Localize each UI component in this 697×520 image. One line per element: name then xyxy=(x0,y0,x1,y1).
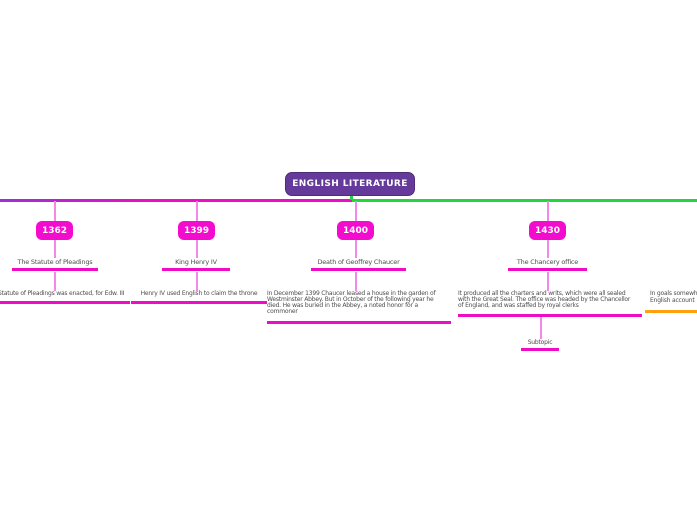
node-king-henry-iv[interactable]: King Henry IV xyxy=(162,258,230,271)
connector-1362-bottom xyxy=(53,272,56,291)
node-1399-label: 1399 xyxy=(183,225,210,236)
node-1362-label: 1362 xyxy=(41,225,68,236)
node-1430[interactable]: 1430 xyxy=(529,221,566,240)
connector-1362-mid xyxy=(53,240,56,258)
connector-1430-mid xyxy=(546,240,549,258)
branch-line-right xyxy=(352,199,697,202)
connector-1400-top xyxy=(354,201,357,221)
node-subtopic[interactable]: Subtopic xyxy=(521,339,559,351)
node-1399[interactable]: 1399 xyxy=(178,221,215,240)
node-chaucer-detail[interactable]: In December 1399 Chaucer leased a house … xyxy=(267,291,451,324)
node-statute-detail[interactable]: The Statute of Pleadings was enacted, fo… xyxy=(0,291,130,304)
connector-1400-mid xyxy=(354,240,357,258)
node-1362[interactable]: 1362 xyxy=(36,221,73,240)
connector-1430-top xyxy=(546,201,549,221)
connector-subtopic xyxy=(539,317,542,339)
node-1430-label: 1430 xyxy=(534,225,561,236)
node-statute-of-pleadings[interactable]: The Statute of Pleadings xyxy=(12,258,98,271)
node-henry-iv-detail[interactable]: Henry IV used English to claim the thron… xyxy=(131,291,267,304)
root-node-english-literature[interactable]: ENGLISH LITERATURE xyxy=(285,172,415,196)
node-1400-label: 1400 xyxy=(342,225,369,236)
root-connector-stub xyxy=(350,195,353,200)
connector-1399-top xyxy=(195,201,198,221)
branch-line-left xyxy=(0,199,352,202)
connector-1400-bottom xyxy=(354,272,357,291)
node-1400[interactable]: 1400 xyxy=(337,221,374,240)
node-chancery-office[interactable]: The Chancery office xyxy=(508,258,587,271)
node-chancery-detail[interactable]: It produced all the charters and writs, … xyxy=(458,291,642,317)
connector-1362-top xyxy=(53,201,56,221)
connector-1399-mid xyxy=(195,240,198,258)
node-death-of-chaucer[interactable]: Death of Geoffrey Chaucer xyxy=(311,258,406,271)
node-offscreen-right-detail[interactable]: In goals somewh English account xyxy=(650,290,697,304)
connector-1430-bottom xyxy=(546,272,549,291)
connector-1399-bottom xyxy=(195,272,198,291)
node-offscreen-right-underline xyxy=(645,310,697,313)
root-node-label: ENGLISH LITERATURE xyxy=(292,179,408,189)
